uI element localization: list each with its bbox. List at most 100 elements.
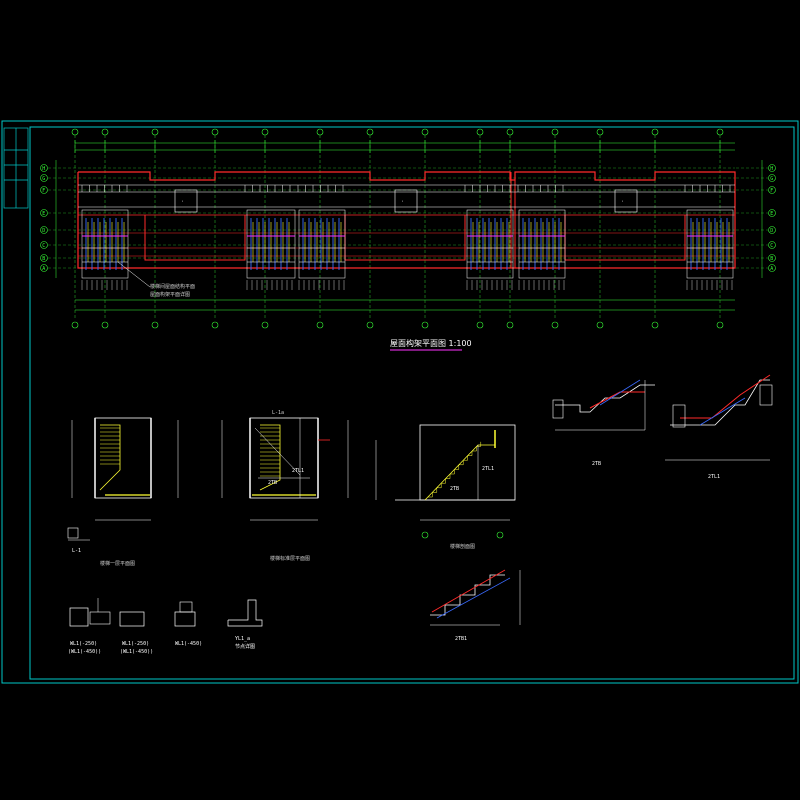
sheet-frame (1, 120, 799, 684)
axis-bubble-bottom (71, 321, 79, 329)
axis-bubble-right (768, 264, 776, 272)
section-mark (67, 527, 79, 539)
axis-bubble-right (768, 209, 776, 217)
support-beam (552, 399, 564, 419)
beam-section-4 (227, 599, 263, 627)
stair-step (445, 474, 451, 479)
detail-2-rebar-blue (699, 397, 746, 426)
stair-step (467, 451, 473, 456)
title-block (3, 127, 29, 209)
axis-bubble-top (651, 128, 659, 136)
stair-bay-wall (564, 215, 686, 261)
axis-letter-right: B (770, 256, 773, 262)
axis-bubble-top (101, 128, 109, 136)
stair-flight (259, 424, 281, 491)
detail-1-rebar (589, 391, 645, 409)
stair-bay-wall (144, 215, 246, 261)
rebar-block (686, 209, 734, 279)
axis-letter-right: G (770, 176, 773, 182)
beam-detail-2-line2: (WL1(-450)) (120, 649, 153, 655)
axis-bubble-top (261, 128, 269, 136)
axis-bubble-bottom (596, 321, 604, 329)
axis-bubble-right (768, 254, 776, 262)
machine-room (174, 189, 198, 213)
detail-3-outline (430, 574, 505, 616)
axis-bubble-bottom (151, 321, 159, 329)
detail-3-rebar-blue (436, 577, 511, 619)
leader-line (117, 261, 151, 288)
axis-bubble-bottom (316, 321, 324, 329)
beam-detail-3-line1: WL1(-450) (175, 641, 202, 647)
machine-room-mark: · (621, 199, 624, 205)
axis-bubble-right (768, 186, 776, 194)
detail-1-label: 2TB (592, 461, 601, 467)
axis-letter-left: H (42, 166, 45, 172)
axis-bubble-bottom (651, 321, 659, 329)
axis-bubble-left (40, 186, 48, 194)
axis-bubble-bottom (366, 321, 374, 329)
axis-letter-right: A (770, 266, 773, 272)
stair-plan-2-top-label: L-1a (272, 410, 284, 416)
axis-bubble-bottom (211, 321, 219, 329)
axis-bubble-top (596, 128, 604, 136)
parapet-outline (77, 171, 736, 269)
beam-section-3 (174, 611, 196, 627)
axis-bubble-top (506, 128, 514, 136)
axis-letter-left: F (42, 188, 45, 194)
beam-section-1b (89, 611, 111, 625)
stair-plan-1-caption: 楼梯一层平面图 (100, 560, 135, 567)
axis-letter-left: E (42, 211, 45, 217)
axis-bubble-top (366, 128, 374, 136)
axis-bubble-right (768, 164, 776, 172)
detail-3-rebar (431, 569, 506, 613)
stair-step (472, 446, 477, 452)
stair-label-tl: 2TL1 (292, 468, 304, 474)
stair-section-flight (424, 444, 495, 501)
axis-letter-right: C (770, 243, 773, 249)
axis-bubble-bottom (261, 321, 269, 329)
rebar-block (298, 209, 346, 279)
stair-step (450, 469, 455, 475)
detail-3-label: 2TB1 (455, 636, 467, 642)
stair-bay-wall (344, 215, 466, 261)
rebar-block (466, 209, 514, 279)
stair-step (458, 460, 464, 466)
axis-bubble-top (211, 128, 219, 136)
axis-letter-left: G (42, 176, 45, 182)
axis-letter-right: E (770, 211, 773, 217)
axis-bubble-left (40, 241, 48, 249)
rebar-block (518, 209, 566, 279)
plan-note-2: 屋面构架平面详图 (150, 291, 190, 298)
axis-bubble-top (316, 128, 324, 136)
beam-section-3b (179, 601, 193, 613)
beam-detail-4-line2: 节点详图 (235, 643, 255, 650)
plan-title: 屋面构架平面图 1:100 (390, 338, 472, 348)
axis-bubble-left (40, 254, 48, 262)
axis-bubble-top (71, 128, 79, 136)
axis-letter-left: A (42, 266, 45, 272)
axis-bubble-right (768, 174, 776, 182)
axis-bubble-top (551, 128, 559, 136)
section-mark-label: L-1 (72, 548, 81, 554)
stair-step (432, 487, 438, 493)
axis-bubble-bottom (716, 321, 724, 329)
machine-room (614, 189, 638, 213)
stair-plan-2-caption: 楼梯标准层平面图 (270, 555, 310, 562)
axis-letter-right: D (770, 228, 773, 234)
axis-bubble-left (40, 264, 48, 272)
section-label-tb: 2TB (450, 486, 459, 492)
rebar-block (246, 209, 296, 279)
machine-room (394, 189, 418, 213)
section-caption: 楼梯剖面图 (450, 543, 475, 550)
section-label-tl: 2TL1 (482, 466, 494, 472)
beam-section-1 (69, 607, 89, 627)
stair-step (454, 464, 460, 470)
stair-step (463, 455, 468, 461)
beam-detail-4-line1: YL1_a (235, 636, 250, 642)
machine-room-mark: · (401, 199, 404, 205)
detail-1-outline (555, 384, 655, 413)
axis-letter-right: F (770, 188, 773, 194)
machine-room-mark: · (181, 199, 184, 205)
